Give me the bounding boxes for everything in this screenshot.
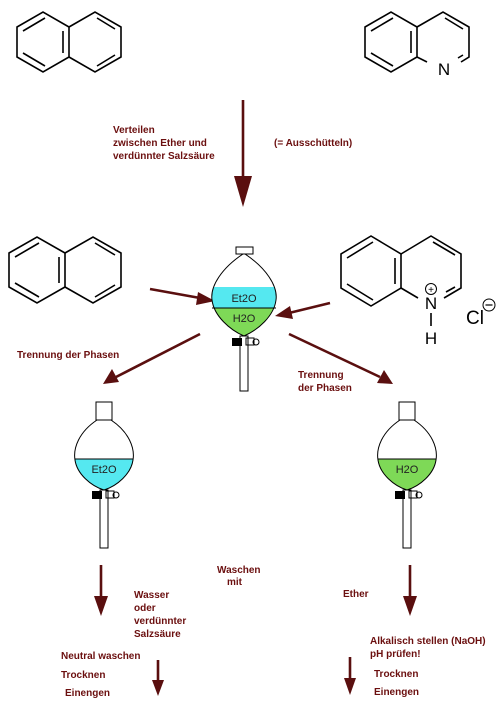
quinolinium-n-atom: N [425, 294, 437, 313]
left-step-1: Neutral waschen [61, 651, 140, 662]
right-wash-label: Ether [343, 589, 369, 600]
left-step-2: Trocknen [61, 670, 105, 681]
chloride-ion: Cl [466, 308, 484, 329]
ether-label-main: Et2O [231, 293, 257, 305]
arrow-to-right-funnel [288, 332, 381, 379]
right-step-4: Einengen [374, 687, 419, 698]
quinoline-n-atom: N [438, 60, 450, 79]
separatory-funnel-main: Et2O H2O [211, 246, 277, 392]
plus-charge-sign: + [428, 285, 434, 296]
separation-label-left: Trennung der Phasen [17, 350, 119, 361]
left-step-3: Einengen [65, 688, 110, 699]
right-step-3: Trocknen [374, 669, 418, 680]
water-label-main: H2O [233, 313, 256, 325]
wash-with-line-2: mit [227, 577, 243, 588]
separatory-funnel-left: Et2O [74, 401, 134, 549]
ether-label-left: Et2O [91, 464, 117, 476]
right-step-1: Alkalisch stellen (NaOH) [370, 636, 486, 647]
water-label-right: H2O [396, 464, 419, 476]
plus-charge-circle [425, 283, 437, 295]
step-label-line-1: Verteilen [113, 125, 155, 136]
left-wash-line-1: Wasser [134, 590, 169, 601]
left-wash-line-4: Salzsäure [134, 629, 181, 640]
quinolinium-chloride: N + H Cl [340, 235, 496, 348]
minus-charge-circle [482, 298, 496, 312]
left-wash-line-3: verdünnter [134, 616, 186, 627]
separation-label-right-line-1: Trennung [298, 370, 344, 381]
step-label-line-2: zwischen Ether und [113, 138, 207, 149]
separation-label-right-line-2: der Phasen [298, 383, 352, 394]
arrow-quinolinium-to-funnel [288, 301, 331, 315]
wash-with-line-1: Waschen [217, 565, 261, 576]
step-label-line-3: verdünnter Salzsäure [113, 151, 215, 162]
naphthalene-middle [8, 236, 122, 304]
quinoline-top: N [364, 11, 470, 79]
step-note: (= Ausschütteln) [274, 138, 352, 149]
arrow-naphthalene-to-funnel [149, 287, 201, 300]
arrow-to-left-funnel [115, 332, 201, 379]
naphthalene-top [16, 11, 122, 73]
separatory-funnel-right: H2O [377, 401, 437, 549]
ether-phase-main [211, 287, 277, 308]
quinolinium-h-atom: H [425, 329, 437, 348]
right-step-2: pH prüfen! [370, 649, 421, 660]
left-wash-line-2: oder [134, 603, 156, 614]
